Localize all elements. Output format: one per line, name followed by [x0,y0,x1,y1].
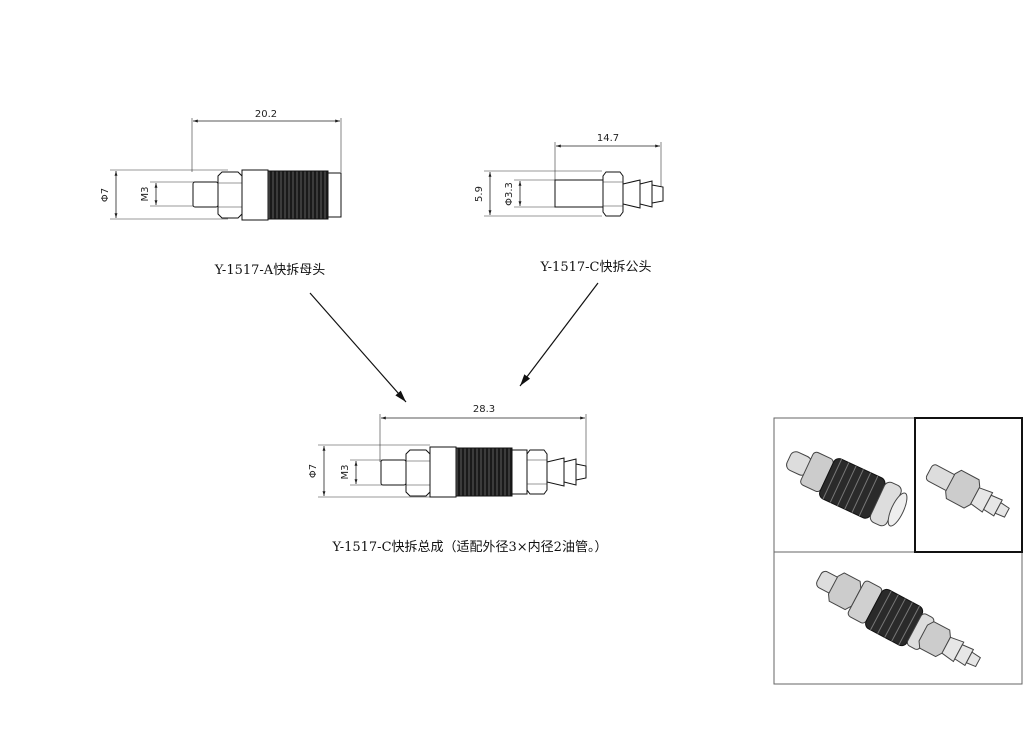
assembly-thread-label: M3 [340,465,351,480]
male-connector-drawing: 14.7 5.9 Φ3.3 [474,133,664,217]
male-inner-dia-label: Φ3.3 [504,182,515,206]
assembly-drawing: 28.3 Φ7 M3 [308,404,587,498]
assembly-outer-dia-label: Φ7 [308,464,319,478]
female-connector-drawing: 20.2 Φ7 M3 [100,109,342,221]
female-outer-dia-label: Φ7 [100,188,111,202]
male-length-label: 14.7 [597,133,619,144]
assembly-length-label: 28.3 [473,404,495,415]
male-caption: Y-1517-C快拆公头 [540,260,652,275]
female-photo [786,451,908,527]
product-photo-panel [773,417,1023,685]
female-thread-label: M3 [140,187,151,202]
female-length-label: 20.2 [255,109,277,120]
assembly-photo [816,570,981,668]
female-caption: Y-1517-A快拆母头 [214,263,325,278]
male-height-label: 5.9 [474,186,485,202]
male-photo [925,464,1010,518]
arrow-down-right-icon [309,292,407,403]
arrow-down-left-icon [519,282,599,387]
assembly-caption: Y-1517-C快拆总成（适配外径3×内径2油管。） [332,539,608,555]
